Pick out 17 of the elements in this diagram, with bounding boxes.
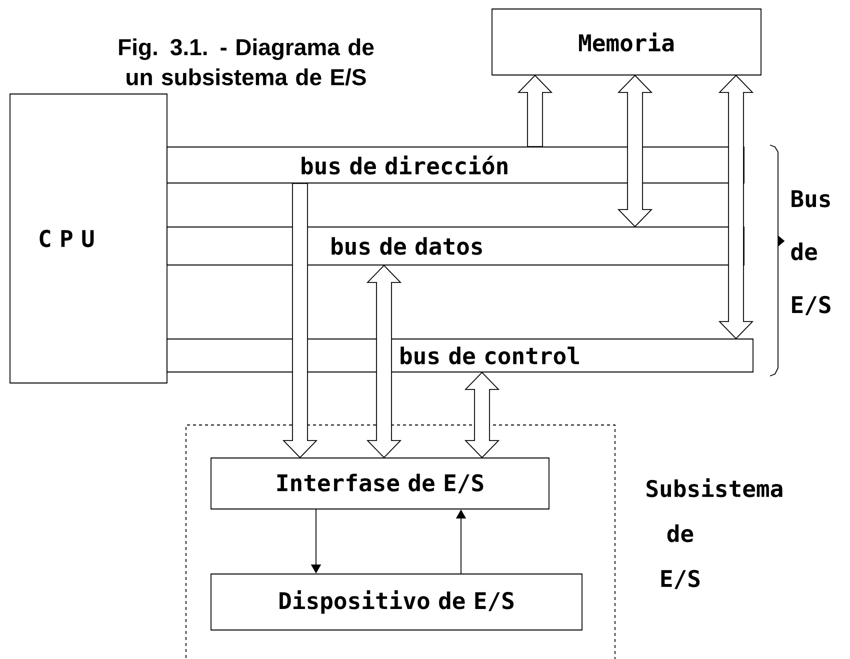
memory-box: Memoria [492, 8, 762, 76]
device-box: Dispositivo de E/S [210, 574, 582, 630]
hollow-arrow [464, 372, 500, 458]
bus-band: bus de control [166, 338, 754, 372]
dashed-boundary [186, 424, 616, 659]
side-label: Bus de E/S [791, 190, 830, 316]
hollow-arrow [366, 264, 402, 458]
hollow-arrow [282, 183, 318, 458]
hollow-arrow [617, 74, 653, 228]
bus-band: bus de datos [166, 226, 744, 266]
figure-title: Fig. 3.1. - Diagrama de un subsistema de E/S [119, 38, 374, 86]
cpu-box: C P U [10, 94, 168, 384]
subsystem-label: Subsistema de E/S [646, 478, 782, 590]
bus-band: bus de dirección [166, 146, 744, 184]
interface-box: Interfase de E/S [210, 458, 550, 510]
hollow-arrow [718, 74, 754, 340]
hollow-arrow [517, 74, 553, 147]
